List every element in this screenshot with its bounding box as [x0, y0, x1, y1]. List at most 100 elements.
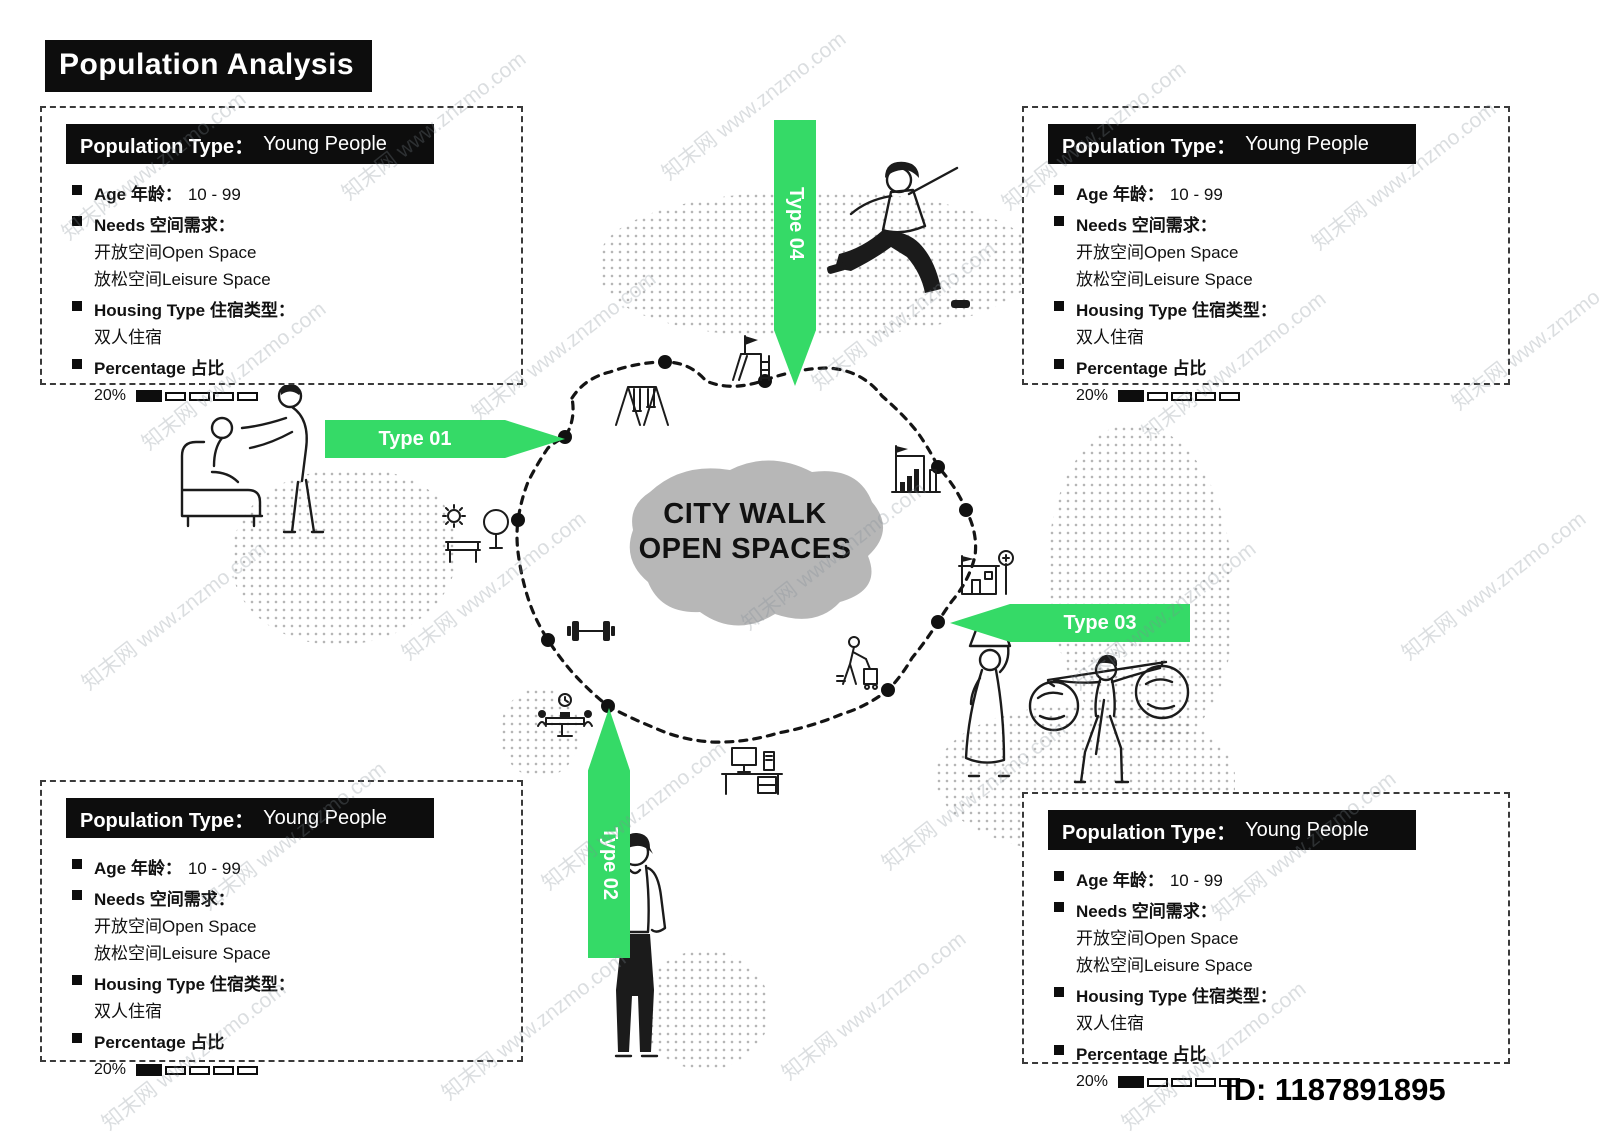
- age-row: Age 年龄： 10 - 99: [1054, 180, 1490, 205]
- percentage-label: Percentage 占比: [94, 359, 225, 378]
- population-type-label: Population Type：: [80, 809, 255, 832]
- housing-row: Housing Type 住宿类型：: [1054, 296, 1490, 321]
- housing-value: 双人住宿: [94, 328, 162, 347]
- population-box-body: Age 年龄： 10 - 99 Needs 空间需求： 开放空间Open Spac…: [42, 838, 521, 1079]
- housing-row: Housing Type 住宿类型：: [1054, 982, 1490, 1007]
- needs-label: Needs 空间需求：: [1076, 902, 1217, 921]
- banner-type-02-label: Type 02: [598, 826, 621, 900]
- percentage-bar-segment: [1195, 391, 1217, 401]
- population-box-bottom-right: Population Type： Young People Age 年龄：10 …: [1022, 792, 1510, 1090]
- percentage-bar-segment: [165, 391, 187, 401]
- needs-line: 放松空间Leisure Space: [1076, 956, 1253, 975]
- age-value: 10 - 99: [187, 185, 241, 204]
- swing-icon: [615, 386, 669, 426]
- age-row: Age 年龄：10 - 99: [1054, 866, 1490, 891]
- percentage-bar-segment: [136, 1064, 163, 1076]
- banner-type-04-label: Type 04: [784, 186, 807, 260]
- percentage-label: Percentage 占比: [1076, 359, 1207, 378]
- percentage-bar-segment: [1147, 1077, 1169, 1087]
- population-box-top-left: Population Type： Young People Age 年龄： 10 …: [40, 106, 523, 404]
- housing-label: Housing Type 住宿类型：: [94, 301, 295, 320]
- needs-line: 开放空间Open Space: [1076, 243, 1239, 262]
- banner-type-01-label: Type 01: [378, 427, 452, 450]
- age-value: 10 - 99: [1169, 185, 1223, 204]
- housing-label: Housing Type 住宿类型：: [1076, 987, 1277, 1006]
- percentage-bar: 20%: [72, 387, 503, 405]
- population-type-value: Young People: [1245, 818, 1369, 841]
- meeting-table-icon: [537, 693, 593, 737]
- needs-line: 开放空间Open Space: [1076, 929, 1239, 948]
- percentage-bar-segment: [165, 1065, 187, 1075]
- needs-row: Needs 空间需求：: [72, 211, 503, 236]
- population-type-label: Population Type：: [1062, 135, 1237, 158]
- population-box-header: Population Type： Young People: [66, 798, 434, 838]
- storefront-icon: [958, 550, 1014, 595]
- population-box-body: Age 年龄：10 - 99 Needs 空间需求： 开放空间Open Spac…: [1024, 850, 1508, 1091]
- banner-type-01: Type 01: [325, 420, 565, 458]
- needs-row: Needs 空间需求：: [72, 885, 503, 910]
- percentage-bar-segment: [237, 391, 259, 401]
- percentage-row: Percentage 占比: [72, 1028, 503, 1053]
- age-value: 10 - 99: [187, 859, 241, 878]
- tree-icon: [483, 509, 509, 549]
- percentage-bar-segment: [237, 1065, 259, 1075]
- age-label: Age 年龄：: [94, 859, 182, 878]
- percentage-value: 20%: [1076, 1073, 1109, 1090]
- percentage-value: 20%: [1076, 387, 1109, 404]
- percentage-label: Percentage 占比: [1076, 1045, 1207, 1064]
- percentage-bar-segment: [1195, 1077, 1217, 1087]
- needs-line: 放松空间Leisure Space: [1076, 270, 1253, 289]
- housing-value: 双人住宿: [1076, 328, 1144, 347]
- population-type-label: Population Type：: [80, 135, 255, 158]
- housing-row: Housing Type 住宿类型：: [72, 970, 503, 995]
- needs-label: Needs 空间需求：: [1076, 216, 1217, 235]
- housing-value: 双人住宿: [94, 1002, 162, 1021]
- population-box-body: Age 年龄： 10 - 99 Needs 空间需求： 开放空间Open Spac…: [1024, 164, 1508, 405]
- needs-line: 放松空间Leisure Space: [94, 944, 271, 963]
- percentage-bar: 20%: [1054, 1073, 1490, 1091]
- percentage-bar: 20%: [1054, 387, 1490, 405]
- housing-label: Housing Type 住宿类型：: [94, 975, 295, 994]
- halftone-patch: [1048, 425, 1233, 745]
- illustration-farmers-carrying-harvest: [964, 623, 1190, 784]
- population-box-header: Population Type： Young People: [66, 124, 434, 164]
- percentage-value: 20%: [94, 1061, 127, 1078]
- park-icon: [442, 504, 509, 563]
- needs-line: 开放空间Open Space: [94, 917, 257, 936]
- housing-value: 双人住宿: [1076, 1014, 1144, 1033]
- population-type-label: Population Type：: [1062, 821, 1237, 844]
- population-box-top-right: Population Type： Young People Age 年龄：10 …: [1022, 106, 1510, 404]
- percentage-row: Percentage 占比: [1054, 354, 1490, 379]
- halftone-patch: [232, 470, 457, 645]
- percentage-bar-segment: [1147, 391, 1169, 401]
- needs-label: Needs 空间需求：: [94, 890, 235, 909]
- percentage-label: Percentage 占比: [94, 1033, 225, 1052]
- percentage-bar-segment: [1171, 1077, 1193, 1087]
- percentage-bar-segment: [213, 391, 235, 401]
- percentage-row: Percentage 占比: [72, 354, 503, 379]
- needs-row: Needs 空间需求：: [1054, 897, 1490, 922]
- population-box-body: Age 年龄：10 - 99 Needs 空间需求： 开放空间Open Spac…: [42, 164, 521, 405]
- housing-label: Housing Type 住宿类型：: [1076, 301, 1277, 320]
- halftone-patch: [640, 950, 770, 1070]
- watermark-text: 知末网 www.znzmo.com: [777, 927, 971, 1085]
- age-label: Age 年龄：: [94, 185, 182, 204]
- dumbbell-icon: [567, 621, 615, 641]
- age-label: Age 年龄：: [1076, 871, 1164, 890]
- building-chart-icon: [891, 445, 941, 493]
- percentage-bar-segment: [213, 1065, 235, 1075]
- center-title-line2: OPEN SPACES: [638, 533, 852, 566]
- percentage-bar-segment: [189, 1065, 211, 1075]
- workstation-icon: [721, 747, 783, 795]
- percentage-bar-segment: [189, 391, 211, 401]
- halftone-patch: [600, 192, 1040, 337]
- image-id: ID: 1187891895: [1225, 1072, 1446, 1107]
- center-title-line1: CITY WALK: [663, 498, 827, 530]
- illustration-caregiver-with-elderly: [180, 383, 325, 534]
- watermark-text: 知末网 www.znzmo.com: [1397, 507, 1591, 665]
- center-title: CITY WALK OPEN SPACES: [595, 497, 895, 568]
- traveler-icon: [836, 636, 878, 690]
- population-type-value: Young People: [263, 132, 387, 155]
- age-label: Age 年龄：: [1076, 185, 1164, 204]
